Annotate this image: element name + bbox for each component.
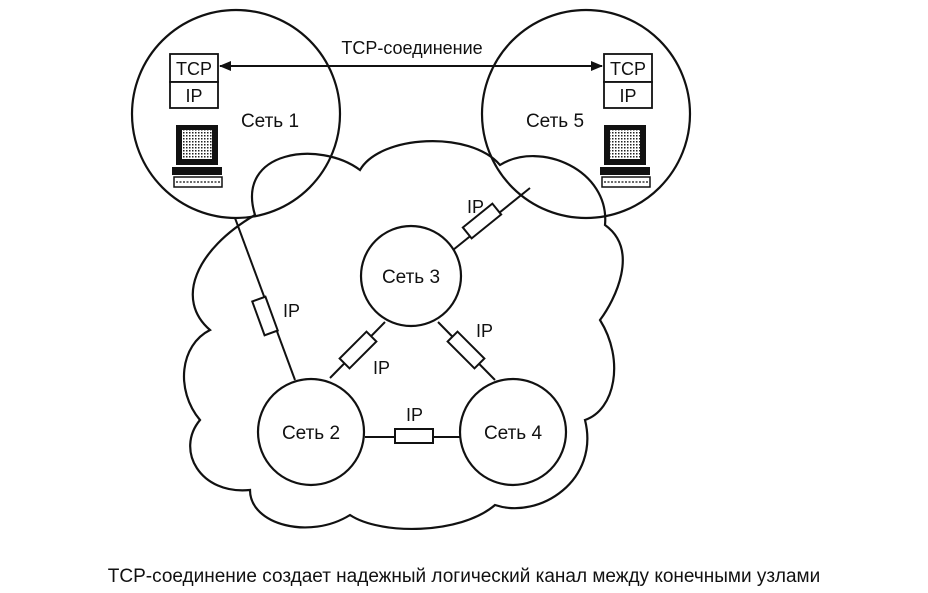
network-label: Сеть 1 (241, 111, 299, 132)
router-label: IP (406, 405, 423, 425)
network-label: Сеть 3 (382, 267, 440, 288)
host-protocol-stack: TCP IP (603, 53, 653, 109)
tcp-connection-arrow: TCP-соединение (219, 38, 603, 71)
ip-router-icon (446, 330, 486, 370)
internet-cloud (182, 140, 624, 531)
network-label: Сеть 5 (526, 111, 584, 132)
router-net3-net5: IP (461, 197, 503, 240)
ip-layer-label: IP (619, 86, 636, 106)
ip-router-icon (250, 295, 280, 337)
ip-router-icon (338, 330, 378, 370)
ip-router-icon (394, 428, 434, 444)
network-label: Сеть 2 (282, 423, 340, 444)
router-label: IP (467, 197, 484, 217)
router-net2-net4: IP (394, 405, 434, 444)
computer-terminal-icon (600, 125, 651, 188)
host-protocol-stack: TCP IP (169, 53, 219, 109)
network-3: Сеть 3 (359, 224, 463, 328)
router-label: IP (476, 321, 493, 341)
ip-router-icon (461, 202, 503, 240)
router-net2-net3: IP (338, 330, 390, 378)
tcp-layer-label: TCP (610, 59, 646, 79)
computer-terminal-icon (172, 125, 223, 188)
network-5: Сеть 5 TCP IP (480, 8, 692, 220)
router-net1-net2: IP (250, 295, 300, 337)
network-4: Сеть 4 (458, 377, 568, 487)
router-label: IP (283, 301, 300, 321)
network-1: Сеть 1 TCP IP (130, 8, 342, 220)
router-net3-net4: IP (446, 321, 493, 370)
network-label: Сеть 4 (484, 423, 543, 444)
router-label: IP (373, 358, 390, 378)
connection-label: TCP-соединение (341, 38, 482, 58)
figure-caption: TCP-соединение создает надежный логическ… (108, 566, 820, 587)
network-2: Сеть 2 (256, 377, 366, 487)
tcp-layer-label: TCP (176, 59, 212, 79)
ip-layer-label: IP (185, 86, 202, 106)
